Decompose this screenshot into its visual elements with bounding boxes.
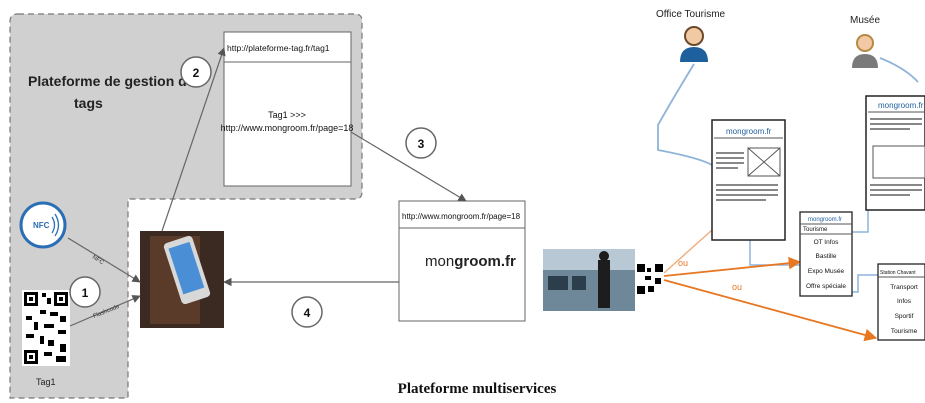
svg-text:mongroom.fr: mongroom.fr [726, 127, 772, 136]
menu1-item: OT Infos [814, 239, 840, 246]
svg-text:3: 3 [418, 137, 425, 151]
arrow-phone-to-platform [161, 47, 226, 232]
target-url-text: http://www.mongroom.fr/page=18 [402, 212, 521, 221]
arrow-nfc-label: NFC [91, 255, 105, 267]
menu1-item: Bastille [816, 253, 837, 260]
menu2-header: Station Chavant [880, 270, 916, 276]
blue-link-line [852, 274, 878, 293]
step-4: 4 [291, 296, 323, 328]
menu2-item: Infos [897, 298, 912, 305]
arrow-platform-to-target [350, 131, 467, 202]
or-label-1: ou [678, 258, 688, 268]
step-1: 1 [69, 276, 101, 308]
musee-link-line [879, 57, 919, 83]
qr-code-icon [22, 290, 70, 366]
menu1-header: Tourisme [803, 227, 828, 233]
train-station-photo [543, 249, 635, 311]
menu2-item: Sportif [895, 313, 914, 320]
musee-label: Musée [850, 15, 880, 26]
orange-arrow-to-menu1 [663, 256, 802, 277]
or-label-2: ou [732, 282, 742, 292]
platform-title-line2: tags [74, 95, 103, 111]
orange-arrow-to-page [663, 229, 713, 274]
caption: Plateforme multiservices [398, 381, 557, 397]
step-2: 2 [180, 56, 212, 88]
target-logo: mongroom.fr [425, 253, 516, 270]
blue-link-line [749, 240, 800, 266]
smartphone-photo [140, 231, 224, 328]
menu-tourisme: mongroom.fr Tourisme OT Infos Bastille E… [799, 211, 853, 297]
orange-arrow-to-menu2 [663, 279, 878, 342]
svg-text:1: 1 [82, 286, 89, 300]
svg-text:4: 4 [304, 306, 311, 320]
menu2-item: Tourisme [891, 328, 918, 335]
musee-person-icon [852, 34, 878, 68]
menu1-item: Offre spéciale [806, 283, 846, 290]
redirect-line2: http://www.mongroom.fr/page=18 [221, 123, 354, 133]
menu2-item: Transport [890, 284, 918, 291]
menu1-item: Expo Musée [808, 268, 845, 275]
svg-text:2: 2 [193, 66, 200, 80]
nfc-icon: NFC [19, 201, 67, 249]
tag-url-text: http://plateforme-tag.fr/tag1 [227, 43, 330, 53]
small-qr-icon [636, 263, 664, 295]
blue-link-line [852, 210, 869, 233]
page-mockup-1: mongroom.fr [711, 119, 786, 241]
page-mockup-2: mongroom.fr [865, 95, 925, 211]
redirect-line1: Tag1 >>> [268, 110, 306, 120]
office-link-line [657, 63, 713, 166]
step-3: 3 [405, 127, 437, 159]
svg-text:NFC: NFC [33, 221, 50, 230]
platform-title-line1: Plateforme de gestion des [28, 73, 202, 89]
menu-station-chavant: Station Chavant Transport Infos Sportif … [877, 263, 925, 341]
tag-label: Tag1 [36, 377, 56, 387]
svg-text:mongroom.fr: mongroom.fr [808, 217, 842, 223]
office-person-icon [680, 26, 708, 62]
svg-text:mongroom.fr: mongroom.fr [878, 101, 924, 110]
target-page-box: http://www.mongroom.fr/page=18 mongroom.… [398, 200, 526, 322]
tag-url-box: http://plateforme-tag.fr/tag1 Tag1 >>> h… [221, 31, 354, 187]
office-tourisme-label: Office Tourisme [656, 9, 726, 20]
arrow-nfc-to-phone [67, 237, 141, 283]
arrow-qr-to-phone [69, 295, 141, 327]
